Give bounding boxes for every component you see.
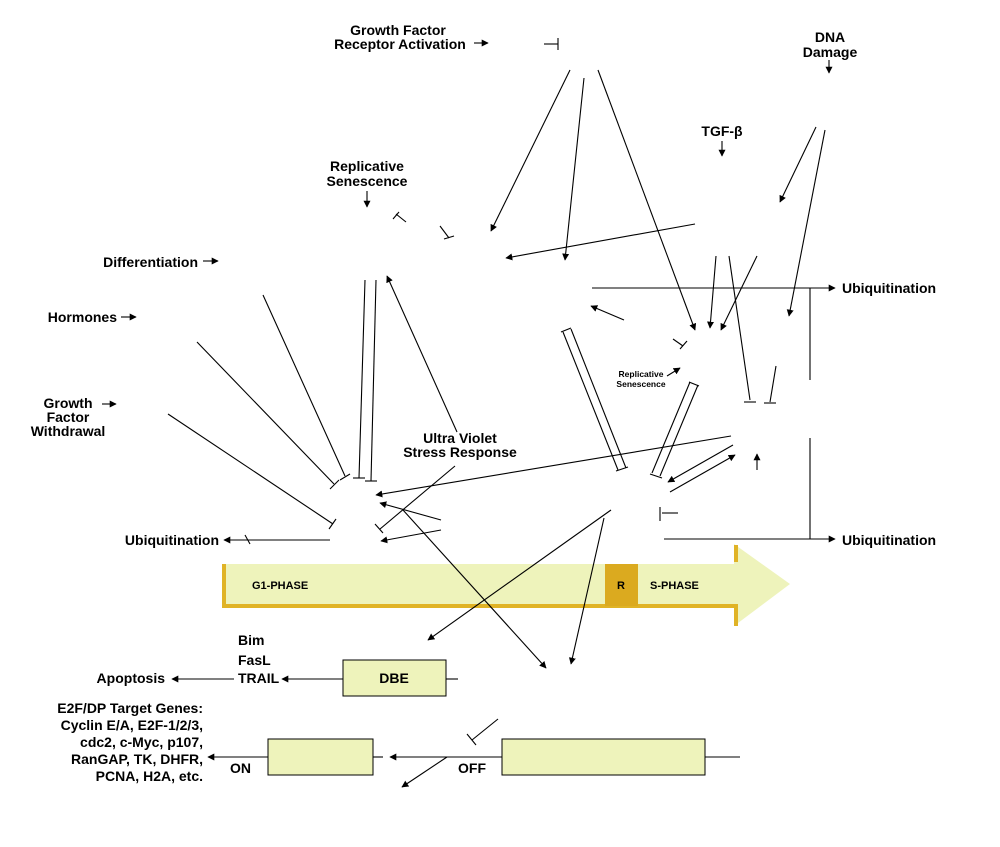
withdrawal-to-rb-line (167, 413, 334, 525)
target-genes-label-5: PCNA, H2A, etc. (96, 768, 203, 784)
target-genes-label-3: cdc2, c-Myc, p107, (80, 734, 203, 750)
uv-inhibit-line (379, 465, 456, 530)
tgf-inhibit-line (728, 255, 751, 401)
replicative-senescence-small-label-1: Replicative (619, 369, 664, 379)
dna-damage-label-2: Damage (803, 44, 858, 60)
inhibit-2-bar (443, 235, 455, 240)
stimulus-arrows (102, 38, 833, 408)
target-gene-off-box (501, 738, 706, 776)
trail-label: TRAIL (238, 670, 280, 686)
hormones-label: Hormones (48, 309, 117, 325)
ubiquitination-left-tick (244, 534, 251, 545)
ubiquitination-right-bottom-label: Ubiquitination (842, 532, 936, 548)
uv-stress-label-1: Ultra Violet (423, 430, 497, 446)
inhibit-2-line (439, 225, 450, 239)
growth-factor-withdrawal-label-1: Growth (44, 395, 93, 411)
uv-to-senescence-arrow (386, 275, 458, 433)
ubiquitination-right-top-label: Ubiquitination (842, 280, 936, 296)
hormones-to-rb-line (196, 341, 335, 485)
rb-to-target-arrow (402, 509, 547, 669)
double-link-2-cap (688, 381, 700, 387)
off-inhibit-line (471, 718, 499, 741)
g1-phase-label: G1-PHASE (252, 580, 308, 592)
dbe-box (342, 659, 447, 697)
inhibit-3-line (672, 338, 684, 347)
growth-factor-receptor-label-2: Receptor Activation (334, 36, 466, 52)
cell-cycle-arrow-body (224, 544, 790, 626)
replicative-senescence-label-2: Senescence (327, 173, 408, 189)
target-genes-label-1: E2F/DP Target Genes: (57, 700, 203, 716)
apoptosis-label: Apoptosis (97, 670, 166, 686)
differentiation-label: Differentiation (103, 254, 198, 270)
target-gene-on-box (267, 738, 374, 776)
growth-factor-withdrawal-label-3: Withdrawal (31, 423, 106, 439)
dna-damage-to-p21-arrow (786, 129, 826, 317)
differentiation-to-rb-line (262, 294, 346, 477)
cdk-to-rb-arrow (375, 435, 732, 498)
growth-factor-receptor-label-1: Growth Factor (350, 22, 446, 38)
off-branch-arrow (401, 756, 448, 788)
e2f-to-target-arrow (568, 517, 605, 665)
double-link-1b (570, 328, 627, 469)
withdrawal-inhibit-bar (328, 518, 337, 530)
uv-inhibit-bar (374, 523, 384, 534)
receptor-to-cdk2-arrow (597, 69, 697, 331)
double-link-2b (659, 384, 699, 477)
labels: Growth Factor Receptor Activation DNA Da… (31, 22, 936, 784)
on-label: ON (230, 760, 251, 776)
inhibit-1-line (395, 213, 407, 223)
receptor-to-cyclin-d-arrow (490, 69, 571, 232)
tgf-to-cdk-inhibitor-arrow-2 (720, 255, 758, 331)
restriction-point-label: R (617, 580, 625, 592)
growth-factor-withdrawal-label-2: Factor (47, 409, 90, 425)
s-phase-label: S-PHASE (650, 580, 699, 592)
senescence-to-rb-line (358, 279, 366, 479)
tgf-to-cdk-inhibitor-arrow-1 (707, 255, 717, 329)
replicative-senescence-small-label-2: Senescence (616, 379, 665, 389)
target-genes-label-2: Cyclin E/A, E2F-1/2/3, (61, 717, 203, 733)
p21-inhibit-line (769, 365, 777, 403)
uv-stress-label-2: Stress Response (403, 444, 517, 460)
cell-cycle-arrow-edge (222, 564, 738, 626)
receptor-to-cdk-arrow (562, 77, 585, 261)
ubiquitination-left-label: Ubiquitination (125, 532, 219, 548)
fasl-label: FasL (238, 652, 271, 668)
e2f-to-rb-arrow-2 (380, 529, 442, 544)
p53-to-cyclin-d-arrow (505, 223, 696, 261)
e2f-to-rb-arrow-1 (379, 501, 442, 521)
pathway-lines (167, 69, 836, 669)
dna-damage-to-p53-arrow (779, 126, 817, 203)
target-genes-label-4: RanGAP, TK, DHFR, (71, 751, 203, 767)
differentiation-inhibit-bar (339, 473, 351, 481)
cell-cycle-bar: G1-PHASE R S-PHASE (222, 544, 790, 626)
off-label: OFF (458, 760, 486, 776)
bim-label: Bim (238, 632, 264, 648)
restriction-point-box (605, 564, 638, 606)
double-link-1-bar (615, 466, 629, 472)
replicative-senescence-small-arrow (666, 367, 681, 377)
off-inhibit-bar (466, 733, 477, 746)
inhibition-marks (392, 211, 761, 521)
hormones-inhibit-bar (329, 479, 340, 490)
double-link-1a (562, 331, 619, 471)
inhibit-3-bar (679, 340, 688, 350)
short-left-arrow (590, 305, 625, 321)
double-link-2-bar (649, 473, 663, 479)
double-link-2a (651, 381, 691, 474)
double-arrow-up (669, 454, 736, 493)
replicative-senescence-label-1: Replicative (330, 158, 404, 174)
dna-damage-label-1: DNA (815, 29, 845, 45)
tgf-beta-label: TGF-β (701, 123, 743, 139)
double-arrow-down (667, 444, 734, 483)
senescence-to-rb-line-2 (370, 279, 377, 482)
dbe-label: DBE (379, 670, 409, 686)
gene-boxes: DBE (171, 659, 740, 788)
double-link-1-cap (560, 327, 572, 333)
e2f-to-dbe-arrow (427, 509, 612, 641)
inhibit-1-bar (392, 211, 400, 220)
